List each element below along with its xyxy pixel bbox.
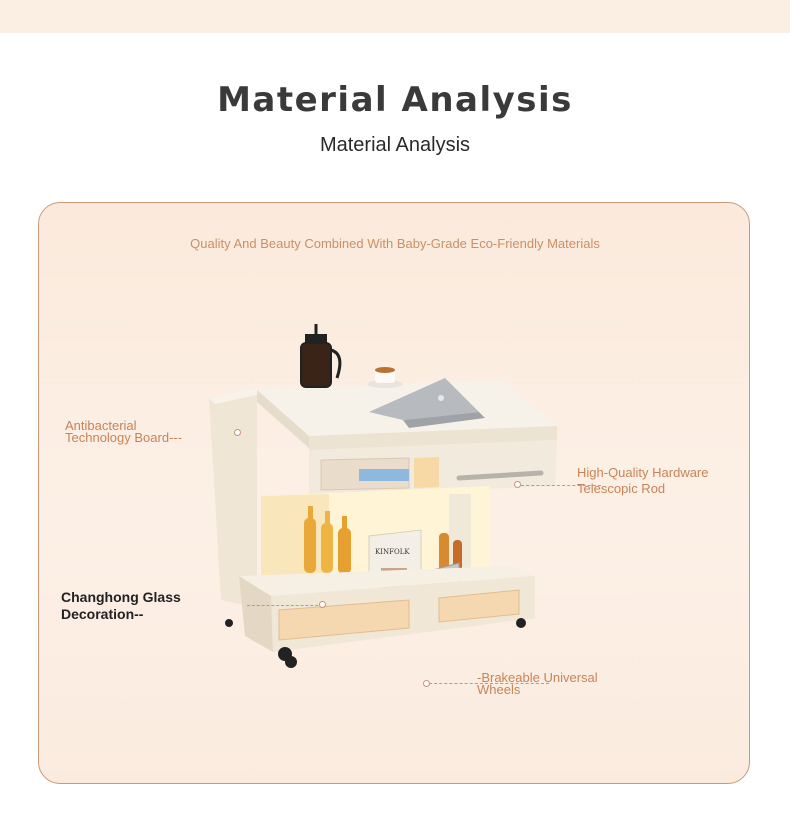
top-band bbox=[0, 0, 790, 33]
callout-wheels-line2: Wheels bbox=[477, 682, 521, 697]
telescopic-rod bbox=[456, 470, 544, 481]
coffee-press bbox=[300, 324, 342, 388]
side-table-illustration: KINFOLK bbox=[209, 324, 557, 668]
svg-text:KINFOLK: KINFOLK bbox=[375, 548, 410, 556]
side-board bbox=[209, 388, 257, 608]
glass-marker-dot bbox=[319, 601, 326, 608]
callout-board-line2: Technology Board--- bbox=[65, 430, 183, 445]
callout-glass-line1: Changhong Glass bbox=[61, 589, 181, 605]
hardware-marker-dot bbox=[514, 481, 521, 488]
laptop bbox=[369, 378, 485, 428]
callout-wheels-line1: -Brakeable Universal bbox=[477, 670, 598, 685]
callout-glass-line2: Decoration-- bbox=[61, 606, 144, 622]
glass-decoration bbox=[278, 599, 410, 641]
hardware-leader-line bbox=[521, 485, 601, 486]
page-subtitle: Material Analysis bbox=[319, 134, 471, 156]
wheels-marker-dot bbox=[423, 680, 430, 687]
panel-tagline: Quality And Beauty Combined With Baby-Gr… bbox=[190, 236, 600, 251]
lower-tray-top bbox=[239, 566, 535, 596]
drawer-items bbox=[359, 469, 409, 481]
glass-leader-line bbox=[247, 605, 323, 606]
coffee-cup bbox=[367, 367, 403, 388]
board-marker-dot bbox=[234, 429, 241, 436]
callout-board-line1: Antibacterial bbox=[65, 418, 137, 433]
callout-hardware-line1: High-Quality Hardware bbox=[577, 465, 709, 480]
wheels-leader-line bbox=[429, 683, 549, 684]
material-panel: Quality And Beauty Combined With Baby-Gr… bbox=[38, 202, 750, 784]
page-title: Material Analysis bbox=[217, 80, 573, 120]
wheels bbox=[225, 618, 526, 668]
callout-hardware-line2: Telescopic Rod bbox=[577, 481, 666, 496]
